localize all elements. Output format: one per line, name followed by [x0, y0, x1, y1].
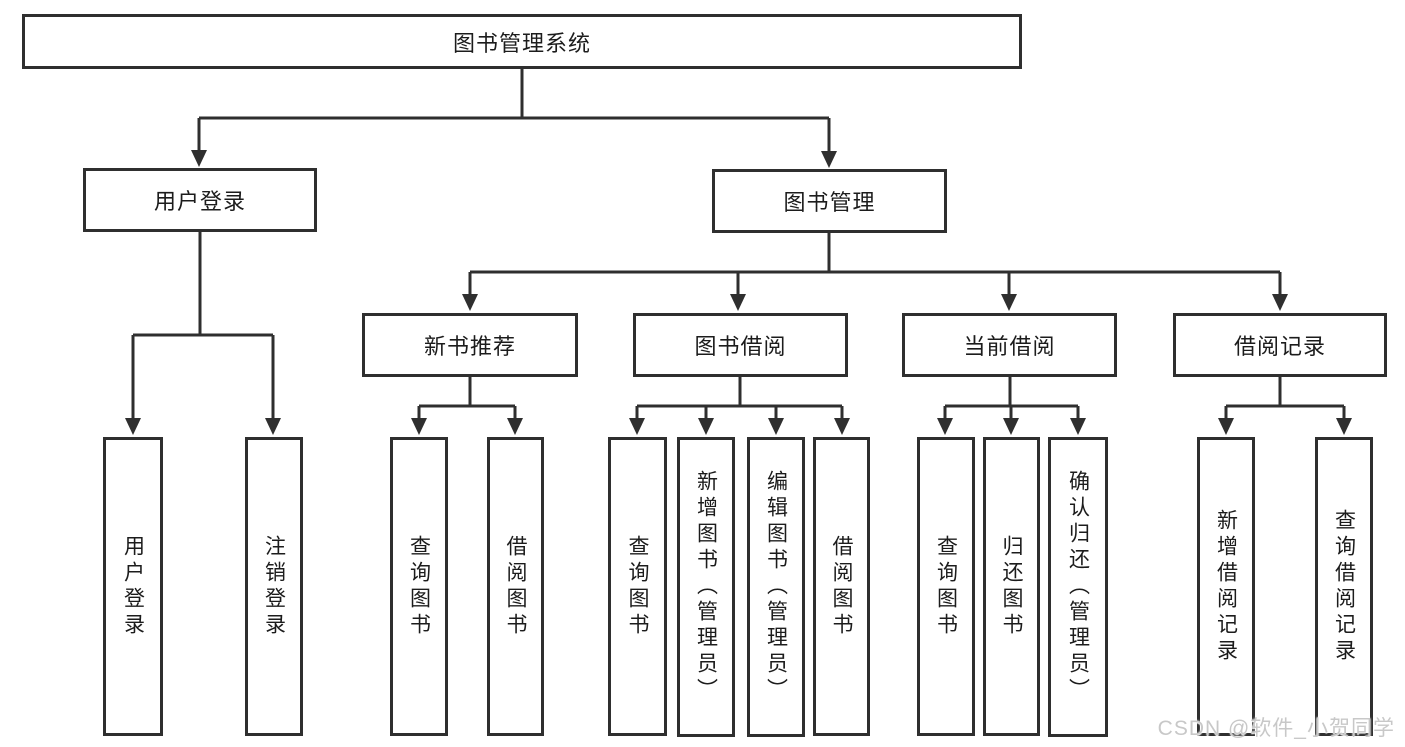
leaf-add-borrow-record: 新增借阅记录: [1197, 437, 1255, 736]
node-label: 图书管理: [783, 190, 876, 215]
leaf-query-books-2: 查询图书: [608, 437, 667, 736]
node-user-login: 用户登录: [83, 168, 317, 232]
leaf-user-login: 用户登录: [103, 437, 163, 736]
node-label: 查询图书: [626, 534, 649, 639]
node-book-borrow: 图书借阅: [633, 313, 848, 377]
leaf-edit-books-admin: 编辑图书（管理员）: [747, 437, 805, 737]
node-label: 新增图书（管理员）: [694, 470, 718, 704]
node-label: 图书借阅: [694, 334, 787, 359]
node-label: 归还图书: [1000, 534, 1023, 639]
leaf-query-books-1: 查询图书: [390, 437, 448, 736]
csdn-watermark: CSDN @软件_小贺同学: [1157, 717, 1395, 740]
node-label: 用户登录: [153, 189, 246, 214]
node-book-management: 图书管理: [712, 169, 947, 233]
arrowheads: [125, 150, 1352, 435]
node-label: 新书推荐: [423, 334, 516, 359]
leaf-return-books: 归还图书: [983, 437, 1040, 736]
node-current-borrow: 当前借阅: [902, 313, 1117, 377]
node-label: 查询图书: [934, 534, 958, 639]
leaf-query-books-3: 查询图书: [917, 437, 975, 736]
node-new-book-recommend: 新书推荐: [362, 313, 578, 377]
node-root-library-system: 图书管理系统: [22, 14, 1022, 69]
leaf-borrow-books-2: 借阅图书: [813, 437, 870, 736]
node-label: 查询借阅记录: [1332, 508, 1356, 665]
node-label: 确认归还（管理员）: [1066, 470, 1090, 704]
leaf-logout: 注销登录: [245, 437, 303, 736]
node-label: 借阅图书: [504, 534, 527, 639]
node-label: 新增借阅记录: [1214, 508, 1238, 665]
leaf-borrow-books-1: 借阅图书: [487, 437, 544, 736]
leaf-query-borrow-record: 查询借阅记录: [1315, 437, 1373, 736]
node-label: 借阅记录: [1233, 334, 1326, 359]
node-label: 注销登录: [262, 534, 286, 639]
node-label: 当前借阅: [963, 334, 1056, 359]
node-label: 图书管理系统: [452, 30, 591, 56]
leaf-confirm-return-admin: 确认归还（管理员）: [1048, 437, 1108, 737]
node-label: 查询图书: [407, 534, 431, 639]
node-label: 编辑图书（管理员）: [764, 470, 788, 704]
node-label: 借阅图书: [830, 534, 853, 639]
node-label: 用户登录: [121, 534, 145, 639]
leaf-add-books-admin: 新增图书（管理员）: [677, 437, 735, 737]
node-borrow-records: 借阅记录: [1173, 313, 1387, 377]
